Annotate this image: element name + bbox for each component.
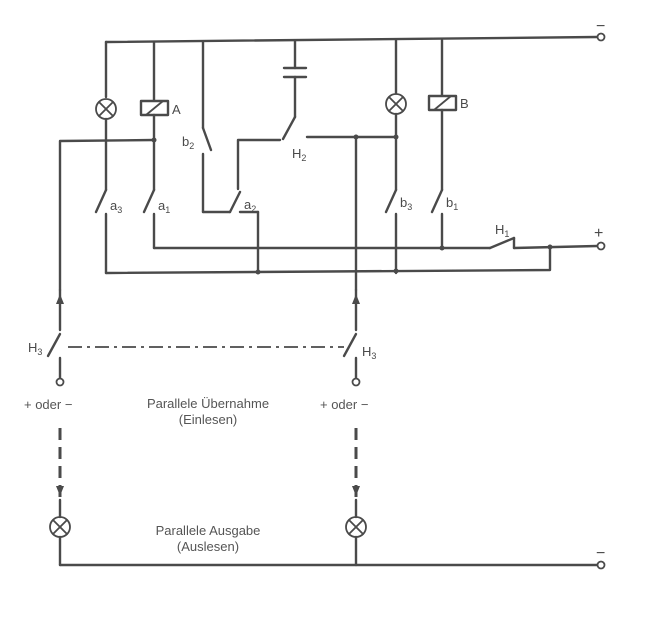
- contact-h1-label: H1: [495, 222, 509, 239]
- bottom-minus-terminal: [596, 560, 606, 570]
- relay-coil-a-icon: [139, 99, 170, 117]
- output-caption-sub: (Auslesen): [177, 539, 239, 554]
- mid-plus-sign: +: [594, 225, 603, 242]
- plus-terminal: [596, 241, 606, 251]
- contact-a1-label: a1: [158, 198, 170, 215]
- relay-b-label: B: [460, 96, 469, 111]
- contact-b3-icon: [384, 188, 398, 275]
- top-negative-rail: [104, 32, 606, 44]
- lamp-b3-icon: [385, 93, 407, 115]
- contact-a1-icon: [142, 188, 156, 250]
- relay-a-label: A: [172, 102, 181, 117]
- polarity-left-label: + oder −: [24, 397, 72, 412]
- polarity-right-label: + oder −: [320, 397, 368, 412]
- input-caption-title: Parallele Übernahme: [147, 396, 269, 411]
- input-right-terminal: [351, 377, 361, 387]
- contact-b2-label: b2: [182, 134, 194, 151]
- bottom-negative-rail: [58, 560, 606, 570]
- contact-h2-icon: [281, 115, 297, 141]
- output-caption-title: Parallele Ausgabe: [156, 523, 261, 538]
- bottom-minus-sign: −: [596, 545, 605, 562]
- contact-a2-label: a2: [244, 197, 256, 214]
- contact-a2-icon: [228, 190, 242, 214]
- output-lamp-right-icon: [345, 516, 367, 538]
- switch-h3-left-icon: [46, 332, 62, 358]
- contact-b1-label: b1: [446, 195, 458, 212]
- output-lamp-left-icon: [49, 516, 71, 538]
- relay-coil-b-icon: [427, 94, 458, 112]
- contact-a3-label: a3: [110, 198, 122, 215]
- top-minus-sign: −: [596, 18, 605, 35]
- capacitor-icon: [282, 66, 308, 79]
- contact-b3-label: b3: [400, 195, 412, 212]
- switch-h3-left-label: H3: [28, 340, 42, 357]
- input-caption-sub: (Einlesen): [179, 412, 238, 427]
- switch-h3-right-label: H3: [362, 344, 376, 361]
- contact-h1-icon: [488, 236, 516, 250]
- switch-h3-right-icon: [342, 332, 358, 358]
- contact-b2-icon: [201, 126, 213, 214]
- lamp-a3-icon: [95, 98, 117, 120]
- contact-a3-icon: [94, 188, 108, 275]
- contact-h2-label: H2: [292, 146, 306, 163]
- top-minus-terminal: [596, 32, 606, 42]
- input-left-terminal: [55, 377, 65, 387]
- contact-b1-icon: [430, 188, 444, 250]
